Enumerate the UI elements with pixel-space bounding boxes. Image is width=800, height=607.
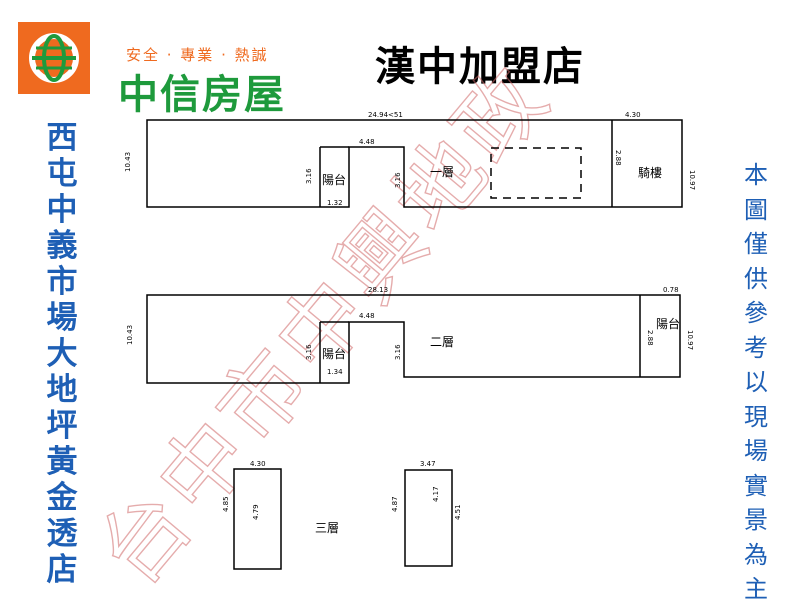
floor-2-walls — [146, 294, 681, 384]
floor-3-dim-a-top: 4.30 — [250, 460, 266, 468]
floor-3-dim-a-left: 4.85 — [222, 496, 230, 512]
floor-1-dim-top-right: 4.30 — [625, 111, 641, 119]
floor-2-dim-right: 10.97 — [686, 330, 694, 350]
floor-3-dim-b-right: 4.51 — [454, 504, 462, 520]
floor-2-balcony-left: 陽台 — [322, 346, 346, 361]
floor-1-balcony-right: 騎樓 — [638, 165, 662, 180]
floor-1-dim-right: 10.97 — [688, 170, 696, 190]
floor-3-dim-b-top: 3.47 — [420, 460, 436, 468]
floor-2-dim-top-right: 0.78 — [663, 286, 679, 294]
floor-2-dim-inner: 2.88 — [646, 330, 654, 346]
floor-2-title: 二層 — [430, 335, 454, 349]
floor-1-dim-bottom: 1.32 — [327, 199, 343, 207]
floor-1-dim-top: 24.94<51 — [368, 111, 403, 119]
brand-name: 中信房屋 — [118, 72, 286, 118]
company-logo: 安全 · 專業 · 熱誠 中信房屋 — [18, 22, 332, 118]
floor-1-dim-notch: 4.48 — [359, 138, 375, 146]
floor-3-title: 三層 — [315, 521, 339, 535]
floor-1-dim-left: 10.43 — [124, 152, 132, 172]
floor-2-dim-top: 28.13 — [368, 286, 388, 294]
side-caption-left: 西屯中義市場大地坪黃金透店 — [46, 120, 78, 588]
store-name: 漢中加盟店 — [375, 44, 585, 90]
floor-2-dim-notch-left: 3.16 — [305, 344, 313, 360]
floor-2-dim-left: 10.43 — [126, 325, 134, 345]
floor-1-title: 一層 — [430, 165, 454, 179]
floor-1-dim-notch-left: 3.16 — [305, 168, 313, 184]
watermark: 台中市中興地政 — [79, 45, 571, 602]
floor-3-dim-b-mid: 4.17 — [432, 486, 440, 502]
floor-3-walls — [233, 468, 453, 570]
watermark-text: 台中市中興地政 — [79, 46, 570, 602]
slogan: 安全 · 專業 · 熱誠 — [126, 46, 269, 64]
floor-1-dim-inner: 2.88 — [614, 150, 622, 166]
floor-3-dim-b-left: 4.87 — [391, 496, 399, 512]
floor-1-balcony-left: 陽台 — [322, 172, 346, 187]
logo-emblem-icon — [18, 22, 90, 94]
floor-2-dim-notch: 4.48 — [359, 312, 375, 320]
floor-1-dim-notch-right: 3.16 — [394, 172, 402, 188]
floor-1-walls — [146, 119, 683, 208]
floor-3-dim-a-right: 4.79 — [252, 504, 260, 520]
side-caption-right: 本圖僅供參考以現場實景為主 — [744, 161, 768, 603]
floor-2-balcony-right: 陽台 — [656, 316, 680, 331]
floor-2-dim-bottom: 1.34 — [327, 368, 343, 376]
floor-2-dim-notch-right: 3.16 — [394, 344, 402, 360]
